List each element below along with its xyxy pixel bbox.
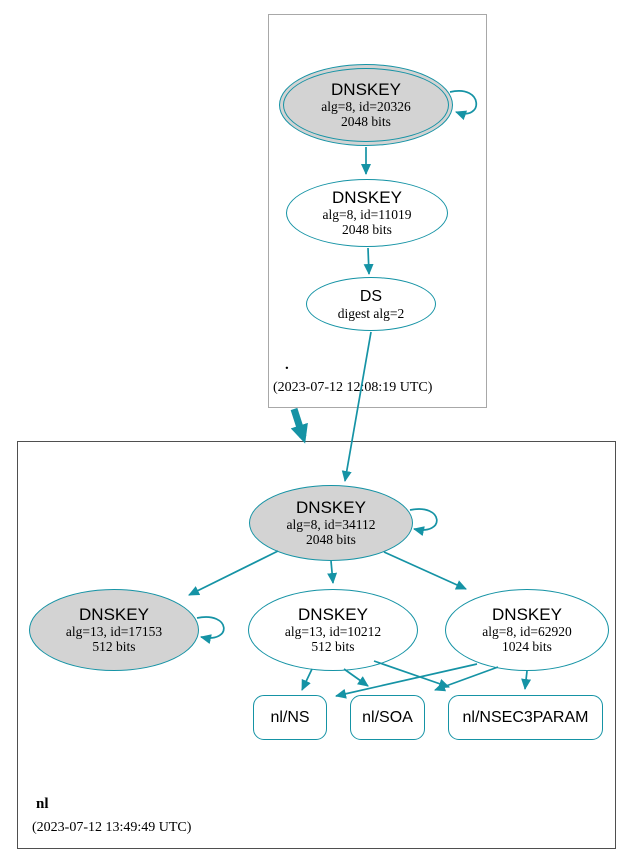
node-detail: alg=8, id=11019 <box>322 207 412 222</box>
node-detail: alg=8, id=20326 <box>321 99 411 114</box>
node-detail: 2048 bits <box>306 532 356 547</box>
rrset-node-nl-nsec3param[interactable]: nl/NSEC3PARAM <box>448 695 603 740</box>
dnskey-node-34112[interactable]: DNSKEY alg=8, id=34112 2048 bits <box>249 485 413 561</box>
dnskey-node-10212[interactable]: DNSKEY alg=13, id=10212 512 bits <box>248 589 418 671</box>
node-detail: alg=8, id=34112 <box>286 517 376 532</box>
dnskey-node-11019[interactable]: DNSKEY alg=8, id=11019 2048 bits <box>286 179 448 247</box>
zone-name-nl: nl <box>36 796 49 812</box>
zone-name-root: . <box>285 357 289 373</box>
rrset-node-nl-soa[interactable]: nl/SOA <box>350 695 425 740</box>
node-detail: 512 bits <box>311 639 355 654</box>
node-title: DNSKEY <box>296 498 366 517</box>
node-detail: 1024 bits <box>502 639 552 654</box>
node-detail: alg=13, id=17153 <box>65 624 163 639</box>
ds-node[interactable]: DS digest alg=2 <box>306 277 436 331</box>
zone-timestamp-nl: (2023-07-12 13:49:49 UTC) <box>32 820 192 835</box>
edge-delegation-root-to-nl <box>290 407 308 444</box>
node-title: DNSKEY <box>79 605 149 624</box>
node-detail: digest alg=2 <box>337 305 405 321</box>
node-detail: 2048 bits <box>341 114 391 129</box>
zone-timestamp-root: (2023-07-12 12:08:19 UTC) <box>273 380 433 395</box>
node-detail: alg=8, id=62920 <box>482 624 572 639</box>
rrset-label: nl/SOA <box>362 708 413 726</box>
node-detail: 2048 bits <box>342 222 392 237</box>
node-title: DNSKEY <box>492 605 562 624</box>
dnskey-node-17153[interactable]: DNSKEY alg=13, id=17153 512 bits <box>29 589 199 671</box>
node-title: DS <box>359 287 383 305</box>
rrset-node-nl-ns[interactable]: nl/NS <box>253 695 327 740</box>
rrset-label: nl/NSEC3PARAM <box>462 708 589 726</box>
dnskey-node-20326[interactable]: DNSKEY alg=8, id=20326 2048 bits <box>279 64 453 146</box>
node-title: DNSKEY <box>332 188 402 207</box>
node-title: DNSKEY <box>331 80 401 99</box>
node-title: DNSKEY <box>298 605 368 624</box>
dnskey-node-62920[interactable]: DNSKEY alg=8, id=62920 1024 bits <box>445 589 609 671</box>
node-detail: alg=13, id=10212 <box>284 624 382 639</box>
node-detail: 512 bits <box>92 639 136 654</box>
rrset-label: nl/NS <box>270 708 310 726</box>
